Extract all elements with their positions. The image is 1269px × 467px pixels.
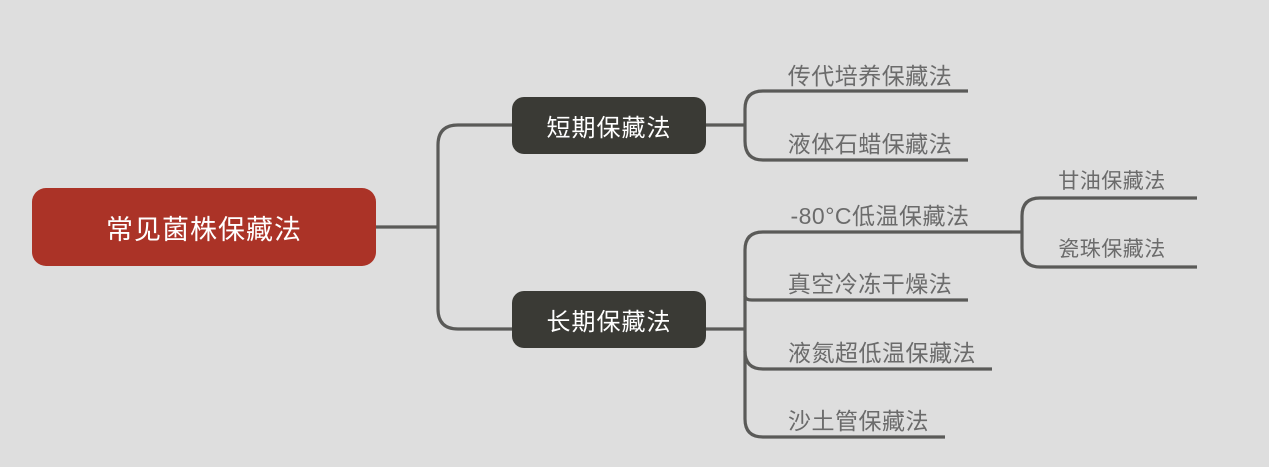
node-root[interactable]: 常见菌株保藏法 [32,188,376,266]
leaf-sand-tube-label: 沙土管保藏法 [788,408,929,434]
connector-long-term-to-minus80 [743,230,1012,251]
node-long-term[interactable]: 长期保藏法 [512,291,706,348]
leaf-freeze-dry[interactable]: 真空冷冻干燥法 [775,265,965,299]
leaf-freeze-dry-label: 真空冷冻干燥法 [787,271,953,297]
connector-long-term-to-freeze-dry [743,295,968,302]
leaf-sand-tube[interactable]: 沙土管保藏法 [775,402,942,436]
leaf-glycerol[interactable]: 甘油保藏法 [1030,165,1194,195]
leaf-paraffin[interactable]: 液体石蜡保藏法 [775,125,965,159]
node-short-term[interactable]: 短期保藏法 [512,97,706,154]
leaf-minus80-label: -80°C低温保藏法 [790,203,970,229]
connector-long-term-to-liquid-nitrogen [743,350,992,371]
node-root-label: 常见菌株保藏法 [106,214,302,245]
leaf-paraffin-label: 液体石蜡保藏法 [787,131,953,157]
leaf-glycerol-label: 甘油保藏法 [1058,170,1166,193]
node-short-term-label: 短期保藏法 [546,115,672,142]
connector-root-to-short-term [436,123,512,146]
leaf-subculture[interactable]: 传代培养保藏法 [775,57,965,91]
connector-minus80-to-ceramic-bead [1020,247,1197,269]
leaf-ceramic-bead-label: 瓷珠保藏法 [1058,238,1166,261]
node-long-term-label: 长期保藏法 [546,309,672,336]
leaf-ceramic-bead[interactable]: 瓷珠保藏法 [1030,233,1194,263]
connector-short-term-to-subculture [743,89,968,110]
leaf-liquid-nitrogen[interactable]: 液氮超低温保藏法 [775,334,989,368]
connector-minus80-to-glycerol [1020,196,1197,217]
leaf-subculture-label: 传代培养保藏法 [787,63,953,89]
connector-short-term-to-paraffin [743,140,968,162]
connector-root-to-long-term [436,308,512,331]
connector-long-term-to-sand-tube [743,418,945,439]
leaf-liquid-nitrogen-label: 液氮超低温保藏法 [788,340,976,366]
leaf-minus80[interactable]: -80°C低温保藏法 [775,197,985,231]
